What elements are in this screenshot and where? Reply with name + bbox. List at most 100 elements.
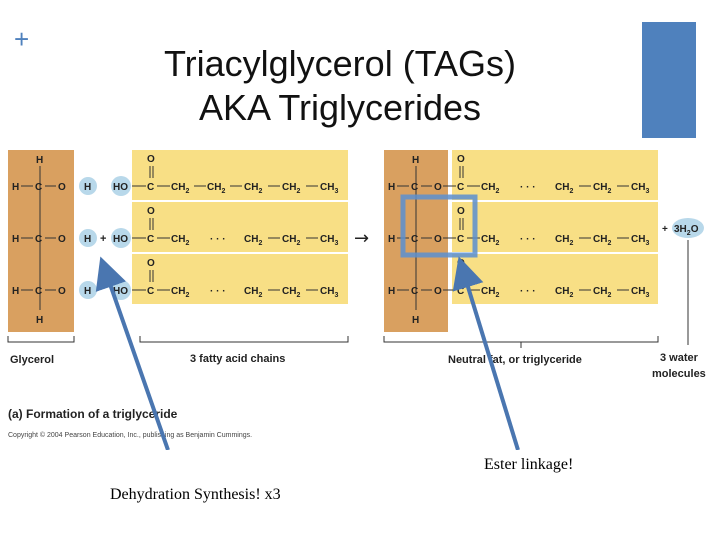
svg-text:O: O	[457, 206, 465, 217]
svg-text:CH2: CH2	[481, 234, 499, 247]
svg-text:CH2: CH2	[207, 182, 225, 195]
svg-text:CH3: CH3	[320, 286, 338, 299]
svg-text:CH2: CH2	[555, 286, 573, 299]
svg-text:H: H	[388, 234, 395, 245]
svg-text:CH2: CH2	[171, 286, 189, 299]
triglyceride-row-1: H C O C O CH2 · · · CH2 CH2 CH3	[388, 154, 649, 195]
triglyceride-fatty-box-1	[452, 150, 658, 200]
glycerol-h: H	[12, 182, 19, 193]
glycerol-bracket	[7, 336, 75, 343]
glycerol-box	[8, 150, 74, 332]
svg-text:CH2: CH2	[282, 286, 300, 299]
svg-text:CH3: CH3	[631, 286, 649, 299]
carbonyl-c: C	[147, 234, 154, 245]
h-ion-1	[79, 177, 97, 195]
fatty-acids-label: 3 fatty acid chains	[190, 353, 285, 365]
plus-sign: +	[100, 233, 106, 245]
triglyceride-top-h: H	[412, 155, 419, 166]
accent-bar	[642, 22, 696, 138]
triglyceride-formation-figure: H H H C O H C O H C O H H H + HO C	[7, 150, 706, 450]
svg-text:CH2: CH2	[593, 286, 611, 299]
water-label-line-1: 3 water	[660, 352, 699, 364]
fatty-acid-chain-2: HO C O CH2 · · · CH2 CH2 CH3	[113, 206, 338, 247]
svg-text:CH2: CH2	[244, 286, 262, 299]
ester-arrow	[452, 256, 520, 450]
water-formula: 3H2O	[674, 224, 699, 237]
ester-linkage-note: Ester linkage!	[484, 456, 574, 473]
svg-text:CH3: CH3	[320, 234, 338, 247]
carbonyl-c: C	[147, 286, 154, 297]
plus-icon: +	[14, 24, 30, 54]
carbonyl-c: C	[147, 182, 154, 193]
h-ion-3	[79, 281, 97, 299]
svg-text:CH2: CH2	[593, 182, 611, 195]
svg-text:CH3: CH3	[631, 234, 649, 247]
svg-text:CH2: CH2	[555, 234, 573, 247]
water-ion	[672, 218, 704, 238]
svg-text:CH2: CH2	[555, 182, 573, 195]
svg-text:H: H	[388, 286, 395, 297]
h-ion-label-3: H	[84, 286, 91, 297]
svg-text:C: C	[411, 182, 418, 193]
svg-text:CH2: CH2	[171, 234, 189, 247]
glycerol-bottom-h: H	[36, 315, 43, 326]
svg-text:· · ·: · · ·	[520, 182, 536, 193]
reaction-arrow: →	[354, 228, 369, 249]
svg-text:CH3: CH3	[631, 182, 649, 195]
figure-caption: (a) Formation of a triglyceride	[8, 407, 178, 421]
title-line-1: Triacylglycerol (TAGs)	[163, 43, 517, 84]
triglyceride-bracket	[383, 336, 659, 343]
h-ion-2	[79, 229, 97, 247]
water-plus-label: +	[662, 224, 668, 235]
title-line-2: AKA Triglycerides	[198, 87, 482, 128]
glycerol-h: H	[12, 234, 19, 245]
svg-text:CH2: CH2	[481, 286, 499, 299]
svg-text:CH2: CH2	[593, 234, 611, 247]
glycerol-top-h: H	[36, 155, 43, 166]
chain-dots: · · ·	[210, 234, 226, 245]
svg-text:· · ·: · · ·	[520, 234, 536, 245]
glycerol-row-1: H C O	[12, 182, 66, 193]
ho-ion-2	[111, 228, 131, 248]
ho-label: HO	[113, 234, 128, 245]
ester-linkage-highlight	[400, 194, 478, 258]
triglyceride-fatty-box-3	[452, 254, 658, 304]
svg-text:· · ·: · · ·	[520, 286, 536, 297]
svg-text:C: C	[457, 234, 464, 245]
slide-title: Triacylglycerol (TAGs) AKA Triglycerides	[110, 42, 570, 130]
svg-text:C: C	[457, 182, 464, 193]
glycerol-row-2: H C O	[12, 234, 66, 245]
glycerol-o: O	[58, 182, 66, 193]
svg-text:C: C	[411, 234, 418, 245]
fatty-acids-bracket	[139, 336, 349, 343]
svg-text:O: O	[434, 182, 442, 193]
copyright-text: Copyright © 2004 Pearson Education, Inc.…	[8, 431, 252, 439]
svg-text:O: O	[457, 154, 465, 165]
ho-ion-1	[111, 176, 131, 196]
h-ion-label-2: H	[84, 234, 91, 245]
h-ion-label-1: H	[84, 182, 91, 193]
triglyceride-label: Neutral fat, or triglyceride	[448, 354, 582, 366]
svg-text:CH2: CH2	[244, 182, 262, 195]
svg-text:CH2: CH2	[171, 182, 189, 195]
triglyceride-row-2: H C O C O CH2 · · · CH2 CH2 CH3	[388, 206, 649, 247]
glycerol-label: Glycerol	[10, 354, 54, 366]
chain-dots: · · ·	[210, 286, 226, 297]
svg-text:O: O	[434, 234, 442, 245]
svg-text:C: C	[457, 286, 464, 297]
triglyceride-bottom-h: H	[412, 315, 419, 326]
glycerol-c: C	[35, 234, 42, 245]
carbonyl-o: O	[147, 258, 155, 269]
fatty-acid-box-3	[132, 254, 348, 304]
triglyceride-fatty-box-2	[452, 202, 658, 252]
svg-text:CH2: CH2	[481, 182, 499, 195]
glycerol-h: H	[12, 286, 19, 297]
ho-label: HO	[113, 182, 128, 193]
fatty-acid-box-1	[132, 150, 348, 200]
glycerol-row-3: H C O	[12, 286, 66, 297]
svg-text:CH2: CH2	[282, 182, 300, 195]
dehydration-note: Dehydration Synthesis! x3	[110, 486, 281, 503]
carbonyl-o: O	[147, 206, 155, 217]
glycerol-c: C	[35, 182, 42, 193]
svg-text:H: H	[388, 182, 395, 193]
